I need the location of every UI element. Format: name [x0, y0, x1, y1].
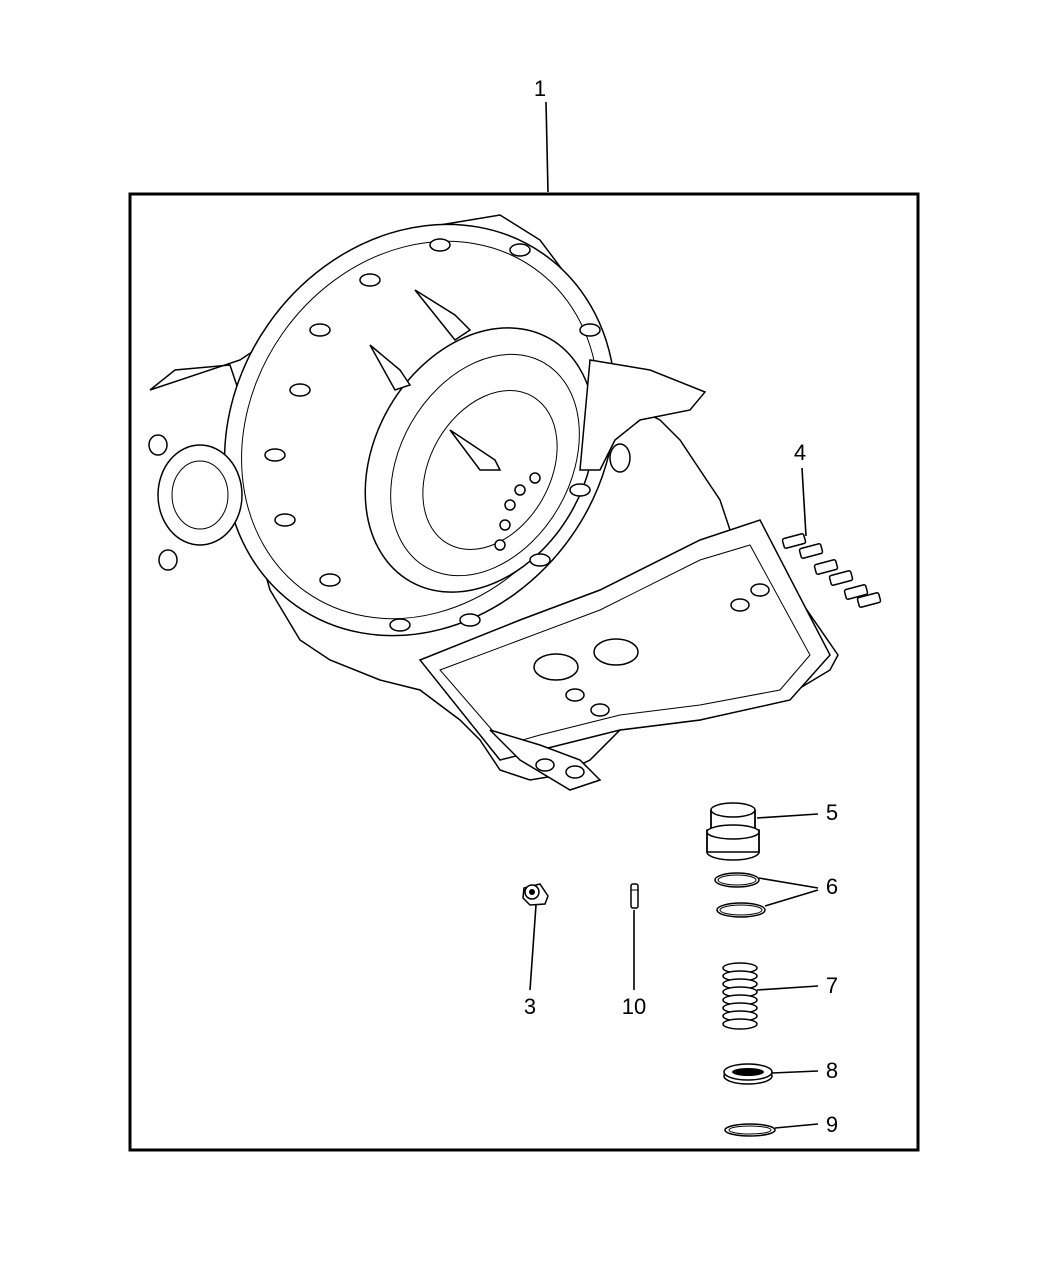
leader-line-7 [756, 985, 819, 991]
o-rings-part-6 [714, 872, 766, 918]
piston-part-5 [706, 802, 760, 861]
callout-5[interactable]: 5 [826, 800, 838, 825]
leader-line-1 [545, 101, 549, 193]
pin-part-10 [630, 883, 639, 909]
callout-9[interactable]: 9 [826, 1112, 838, 1137]
leader-line-4 [801, 467, 807, 537]
washer-part-8 [723, 1063, 773, 1085]
plug-part-3 [522, 883, 549, 906]
leader-line-9 [774, 1123, 819, 1129]
leader-line-3 [529, 904, 537, 991]
callout-6[interactable]: 6 [826, 874, 838, 899]
callout-10[interactable]: 10 [622, 994, 646, 1019]
bolts-part-4 [781, 533, 882, 608]
leader-line-5 [756, 813, 819, 819]
transmission-assembly-drawing [148, 214, 839, 791]
callout-3[interactable]: 3 [524, 994, 536, 1019]
spring-part-7 [722, 962, 758, 1030]
snap-ring-part-9 [724, 1123, 776, 1137]
diagram-frame [128, 192, 920, 1152]
callout-4[interactable]: 4 [794, 440, 806, 465]
leader-line-6a [758, 877, 819, 889]
callout-7[interactable]: 7 [826, 973, 838, 998]
callout-8[interactable]: 8 [826, 1058, 838, 1083]
drum-bolts [494, 472, 541, 551]
callout-1[interactable]: 1 [534, 76, 546, 101]
leader-line-8 [771, 1070, 819, 1074]
leader-line-6b [764, 889, 819, 907]
